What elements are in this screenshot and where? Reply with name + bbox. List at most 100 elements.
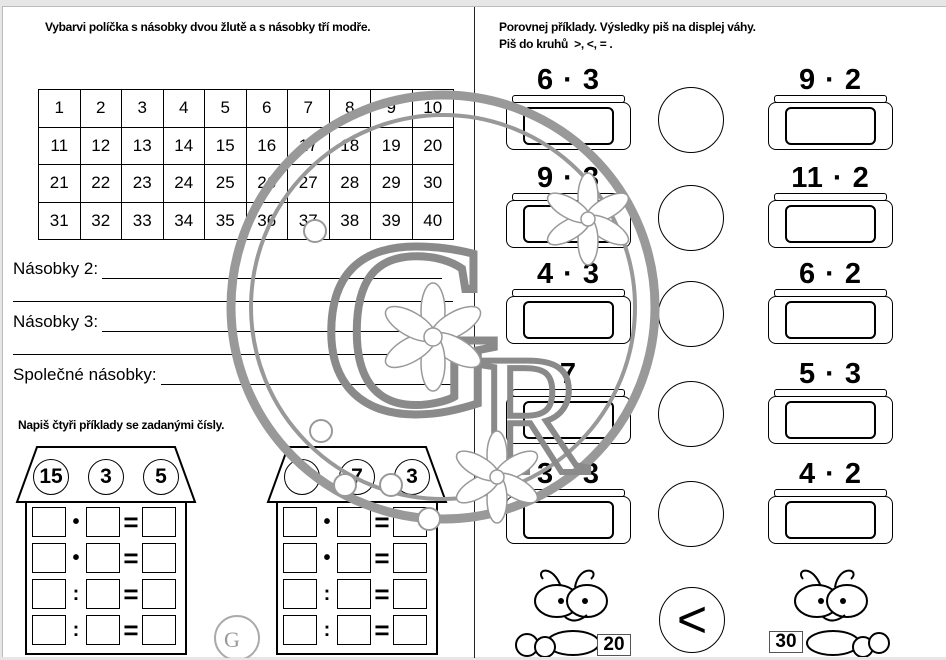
grid-cell[interactable]: 27 <box>287 164 330 203</box>
grid-cell[interactable]: 22 <box>79 164 122 203</box>
grid-cell[interactable]: 37 <box>287 201 330 240</box>
scale: 9 · 3 <box>506 163 631 255</box>
equation-row: •= <box>283 543 427 573</box>
scale-display-input[interactable] <box>523 401 614 439</box>
grid-cell[interactable]: 10 <box>411 89 454 128</box>
comparison-circle-example[interactable]: < <box>659 587 725 653</box>
grid-cell[interactable]: 6 <box>245 89 288 128</box>
answer-box[interactable] <box>142 507 176 537</box>
equals-sign: = <box>123 543 139 573</box>
grid-cell[interactable]: 26 <box>245 164 288 203</box>
grid-cell[interactable]: 24 <box>162 164 205 203</box>
answer-box[interactable] <box>142 543 176 573</box>
grid-cell[interactable]: 28 <box>328 164 371 203</box>
answer-box[interactable] <box>32 507 66 537</box>
grid-cell[interactable]: 25 <box>204 164 247 203</box>
grid-cell[interactable]: 30 <box>411 164 454 203</box>
answer-box[interactable] <box>337 579 371 609</box>
grid-cell[interactable]: 35 <box>204 201 247 240</box>
answer-box[interactable] <box>393 615 427 645</box>
common-multiples-answer-line[interactable] <box>160 367 453 385</box>
comparison-circle[interactable] <box>658 281 724 347</box>
scale-display-input[interactable] <box>523 205 614 243</box>
grid-cell[interactable]: 40 <box>411 201 454 240</box>
grid-cell[interactable]: 15 <box>204 126 247 165</box>
grid-cell[interactable]: 34 <box>162 201 205 240</box>
grid-cell[interactable]: 17 <box>287 126 330 165</box>
multiples-2-answer-line[interactable] <box>102 261 443 279</box>
grid-cell[interactable]: 9 <box>370 89 413 128</box>
grid-cell[interactable]: 18 <box>328 126 371 165</box>
answer-box[interactable] <box>283 507 317 537</box>
grid-cell[interactable]: 33 <box>121 201 164 240</box>
answer-box[interactable] <box>337 543 371 573</box>
answer-line[interactable] <box>13 354 453 355</box>
equals-sign: = <box>123 507 139 537</box>
answer-box[interactable] <box>393 543 427 573</box>
scale-display-input[interactable] <box>523 501 614 539</box>
grid-cell[interactable]: 1 <box>38 89 81 128</box>
grid-cell[interactable]: 19 <box>370 126 413 165</box>
grid-cell[interactable]: 23 <box>121 164 164 203</box>
operator: : <box>323 583 331 605</box>
comparison-circle[interactable] <box>658 481 724 547</box>
grid-cell[interactable]: 21 <box>38 164 81 203</box>
answer-box[interactable] <box>142 615 176 645</box>
grid-cell[interactable]: 32 <box>79 201 122 240</box>
scale-display-input[interactable] <box>523 301 614 339</box>
grid-cell[interactable]: 16 <box>245 126 288 165</box>
answer-box[interactable] <box>393 507 427 537</box>
scale: 3 · 3 <box>506 459 631 551</box>
answer-box[interactable] <box>86 507 120 537</box>
answer-box[interactable] <box>337 615 371 645</box>
multiples-3-row: Násobky 3: <box>13 312 443 332</box>
grid-cell[interactable]: 29 <box>370 164 413 203</box>
scale-display-input[interactable] <box>785 107 876 145</box>
answer-box[interactable] <box>142 579 176 609</box>
grid-cell[interactable]: 4 <box>162 89 205 128</box>
answer-box[interactable] <box>283 579 317 609</box>
answer-box[interactable] <box>86 579 120 609</box>
answer-line[interactable] <box>13 301 453 302</box>
common-multiples-row: Společné násobky: <box>13 365 453 385</box>
scale: 4 · 2 <box>768 459 893 551</box>
scale-display-input[interactable] <box>785 501 876 539</box>
answer-box[interactable] <box>32 615 66 645</box>
multiples-3-answer-line[interactable] <box>102 314 443 332</box>
answer-box[interactable] <box>283 543 317 573</box>
comparison-circle[interactable] <box>658 87 724 153</box>
scale-display-input[interactable] <box>785 401 876 439</box>
answer-box[interactable] <box>283 615 317 645</box>
grid-cell[interactable]: 36 <box>245 201 288 240</box>
grid-cell[interactable]: 5 <box>204 89 247 128</box>
grid-cell[interactable]: 39 <box>370 201 413 240</box>
answer-box[interactable] <box>32 579 66 609</box>
answer-box[interactable] <box>337 507 371 537</box>
scale: 4 · 3 <box>506 259 631 351</box>
grid-cell[interactable]: 14 <box>162 126 205 165</box>
comparison-circle[interactable] <box>658 185 724 251</box>
scale-display-input[interactable] <box>785 205 876 243</box>
answer-box[interactable] <box>393 579 427 609</box>
grid-cell[interactable]: 12 <box>79 126 122 165</box>
scale-display-input[interactable] <box>785 301 876 339</box>
comparison-circle[interactable] <box>658 381 724 447</box>
answer-box[interactable] <box>86 615 120 645</box>
scale-expression: 6 · 3 <box>536 64 601 96</box>
grid-cell[interactable]: 31 <box>38 201 81 240</box>
grid-cell[interactable]: 20 <box>411 126 454 165</box>
grid-cell[interactable]: 7 <box>287 89 330 128</box>
grid-cell[interactable]: 11 <box>38 126 81 165</box>
house-number-circle <box>284 459 320 495</box>
answer-box[interactable] <box>86 543 120 573</box>
multiples-3-label: Násobky 3: <box>13 312 99 331</box>
grid-cell[interactable]: 38 <box>328 201 371 240</box>
equals-sign: = <box>374 579 390 609</box>
scale-display-input[interactable] <box>523 107 614 145</box>
equals-sign: = <box>374 543 390 573</box>
answer-box[interactable] <box>32 543 66 573</box>
grid-cell[interactable]: 2 <box>79 89 122 128</box>
grid-cell[interactable]: 3 <box>121 89 164 128</box>
grid-cell[interactable]: 13 <box>121 126 164 165</box>
grid-cell[interactable]: 8 <box>328 89 371 128</box>
